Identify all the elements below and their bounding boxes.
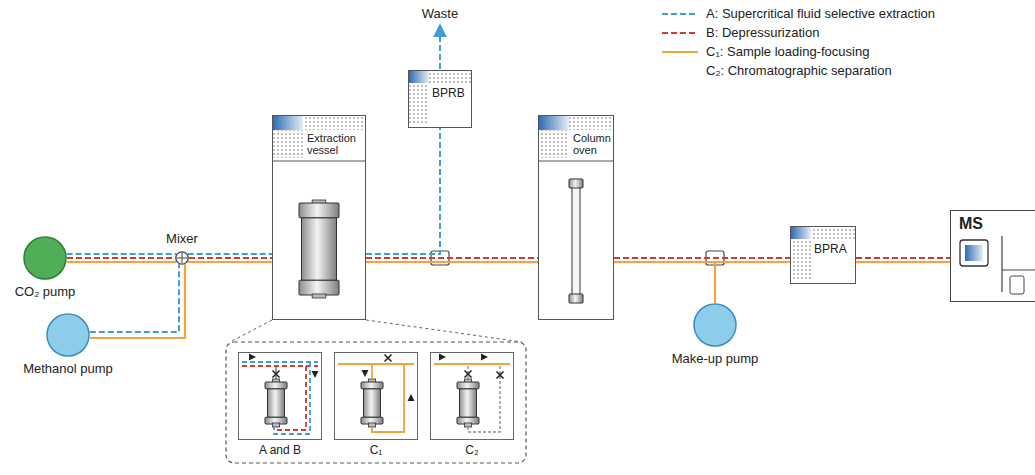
legend-row: C₁: Sample loading-focusing [660,42,935,61]
legend: A: Supercritical fluid selective extract… [660,4,935,80]
panel-label: C₁ [334,443,418,457]
flow-stroke [67,253,177,255]
valve-state-panel: C₁ [334,352,418,457]
back-pressure-regulator: BPRA [790,226,856,284]
valve-state-panel: C₂ [430,352,514,457]
device-label: BPRA [814,243,847,256]
panel-label: A and B [238,443,322,457]
pump-circle: Methanol pump [13,313,123,376]
flow-stroke [67,261,177,263]
waste-arrow [439,26,441,69]
device-label: BPRB [432,87,465,100]
legend-swatch [660,8,700,20]
pump-symbol [693,303,737,347]
pump-circle: CO₂ pump [5,236,85,299]
valve-state-drawing [434,354,510,433]
pump-symbol [46,313,90,357]
flow-stroke [614,257,790,259]
back-pressure-regulator: BPRB [408,70,472,128]
valve-state-drawing [242,354,319,435]
legend-text: A: Supercritical fluid selective extract… [706,6,935,21]
flow-line [90,264,185,338]
device-decoration [272,116,366,298]
ms-label: MS [959,215,983,233]
flow-stroke [856,257,950,259]
outlet-label: Waste [422,6,458,21]
device-decoration [791,227,855,281]
flow-stroke [188,261,272,263]
legend-swatch [660,65,700,77]
mixer-label: Mixer [166,231,198,246]
flow-stroke [366,128,440,254]
flow-stroke [67,257,175,259]
mixer-valve: Mixer [157,231,207,265]
mixer-symbol [175,251,189,265]
legend-swatch [660,46,700,58]
panel-frame [238,352,322,440]
extraction-vessel-box: Extraction vessel [272,115,366,320]
legend-text: C₁: Sample loading-focusing [706,44,869,59]
device-label: Extraction vessel [307,132,363,156]
flow-line [67,254,177,262]
column-oven-box: Column oven [538,115,614,320]
pump-label: Methanol pump [23,361,113,376]
mass-spectrometer: MS [950,210,1035,302]
pump-circle: Make-up pump [660,303,770,366]
flow-line [856,258,950,262]
legend-row: C₂: Chromatographic separation [660,61,935,80]
flow-line [366,128,440,254]
device-decoration [960,236,1035,294]
pump-label: CO₂ pump [15,284,76,299]
legend-text: C₂: Chromatographic separation [706,63,892,78]
flow-stroke [366,257,538,259]
device-label: Column oven [573,132,611,156]
flow-stroke [366,261,538,263]
flow-stroke [856,261,950,263]
device-decoration [409,71,471,125]
legend-text: B: Depressurization [706,25,819,40]
flow-stroke [188,253,272,255]
legend-swatch [660,27,700,39]
valve-state-panel: A and B [238,352,322,457]
pump-label: Make-up pump [672,351,759,366]
panel-label: C₂ [430,443,514,457]
flow-stroke [715,262,790,303]
device-decoration [538,116,614,303]
pump-symbol [23,236,67,280]
valve-state-drawing [338,355,415,433]
inset-zoom [226,320,526,463]
legend-row: B: Depressurization [660,23,935,42]
flow-stroke [90,264,179,332]
flow-line [715,262,790,303]
flow-stroke [189,257,272,259]
panel-frame [430,352,514,440]
flow-stroke [90,264,185,338]
flow-line [366,258,538,262]
flow-line [188,254,272,262]
panel-frame [334,352,418,440]
legend-row: A: Supercritical fluid selective extract… [660,4,935,23]
